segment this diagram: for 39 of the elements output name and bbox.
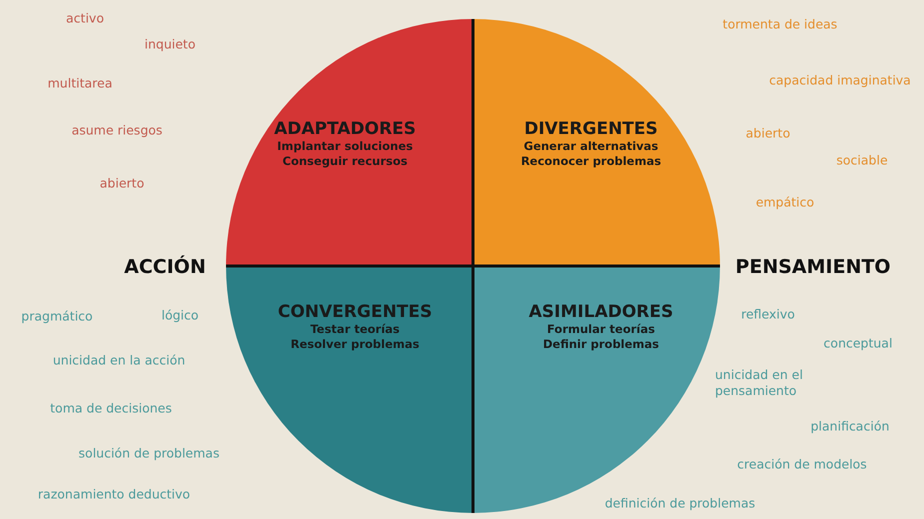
quadrant-subtitle: Definir problemas [542, 337, 660, 352]
trait-label: lógico [161, 308, 199, 322]
trait-label: planificación [810, 418, 890, 434]
quadrant-title: ADAPTADORES [273, 119, 417, 139]
trait-label: solución de problemas [78, 446, 220, 460]
trait-label: toma de decisiones [50, 400, 172, 416]
trait-label: reflexivo [741, 306, 795, 322]
trait-label: definición de problemas [604, 496, 756, 510]
quadrant-subtitle: Generar alternativas [522, 139, 660, 154]
trait-label: multitarea [48, 76, 112, 90]
quadrant-subtitle: Testar teorías [309, 322, 401, 337]
axis-label: PENSAMIENTO [735, 256, 891, 278]
trait-label: empático [756, 194, 814, 210]
trait-label: sociable [836, 152, 888, 168]
quadrant-subtitle: Resolver problemas [290, 337, 420, 352]
trait-label: inquieto [144, 36, 196, 52]
quadrant-title: DIVERGENTES [523, 119, 659, 139]
quadrant-title: CONVERGENTES [276, 302, 434, 322]
adaptadores-quadrant [226, 19, 473, 266]
divergentes-quadrant [473, 19, 720, 266]
quadrant-subtitle: Formular teorías [546, 322, 656, 337]
trait-label: creación de modelos [737, 456, 867, 472]
trait-label: capacidad imaginativa [769, 72, 911, 88]
quadrant-subtitle: Conseguir recursos [282, 154, 408, 169]
quadrant-subtitle: Reconocer problemas [520, 154, 662, 169]
trait-label: abierto [100, 176, 144, 190]
trait-label: pragmático [21, 308, 93, 324]
trait-label: conceptual [824, 336, 892, 350]
trait-label: unicidad en el pensamiento [715, 367, 804, 399]
quadrant-subtitle: Implantar soluciones [276, 139, 414, 154]
trait-label: activo [66, 10, 104, 26]
axis-label: ACCIÓN [124, 256, 206, 278]
trait-label: abierto [746, 126, 790, 140]
trait-label: asume riesgos [72, 122, 162, 138]
trait-label: tormenta de ideas [722, 16, 838, 32]
quadrant-title: ASIMILADORES [528, 302, 674, 322]
convergentes-quadrant [226, 266, 473, 513]
trait-label: razonamiento deductivo [38, 486, 190, 502]
trait-label: unicidad en la acción [52, 352, 186, 368]
